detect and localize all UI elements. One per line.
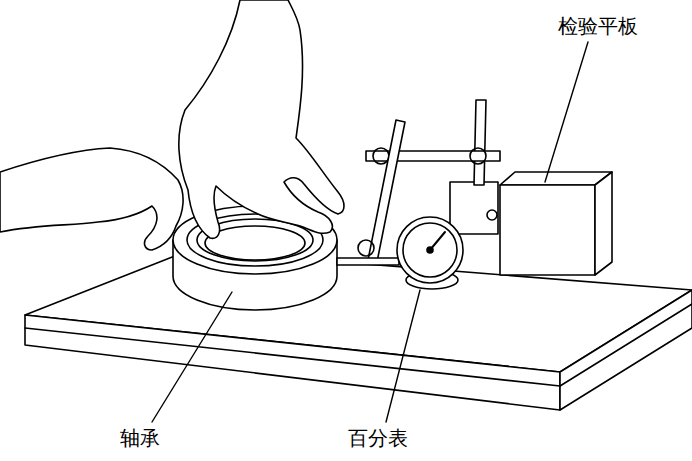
right-hand <box>179 0 344 238</box>
leader-lines <box>152 42 588 422</box>
dial-indicator <box>337 217 463 289</box>
leader-line <box>545 42 588 182</box>
block-top <box>500 172 612 185</box>
indicator-stem <box>337 258 399 265</box>
raised-block <box>500 172 612 275</box>
dial-scale <box>403 223 457 277</box>
dial-face <box>397 217 463 283</box>
part-label: 检验平板 <box>556 14 640 38</box>
stand-rod <box>474 100 486 185</box>
stand-screw <box>487 210 497 220</box>
plate-edge <box>560 304 692 386</box>
part-label: 百分表 <box>346 426 410 450</box>
clamp <box>470 148 486 164</box>
leader-line <box>152 292 232 422</box>
stand-base <box>450 182 498 234</box>
clamp <box>358 240 374 256</box>
plate-front <box>25 315 560 410</box>
block-front <box>500 185 595 275</box>
stand-arm <box>366 151 500 161</box>
part-label: 轴承 <box>118 426 162 450</box>
dial-pivot <box>427 247 433 253</box>
left-hand <box>0 148 183 250</box>
plate-edge <box>25 328 560 386</box>
block-side <box>595 172 612 275</box>
plate-side <box>560 290 692 410</box>
clamp <box>373 148 389 164</box>
leader-line <box>386 290 420 422</box>
